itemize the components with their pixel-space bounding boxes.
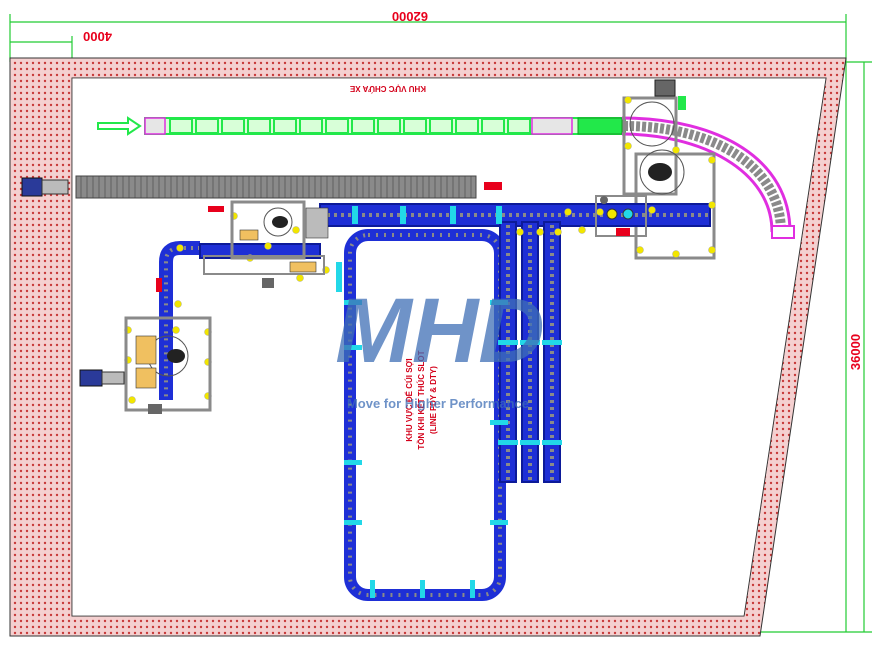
flow-arrow-icon [97,116,142,136]
watermark: MHD Move for Higher Performance [335,280,545,411]
mid-left-robot-cell [203,200,329,288]
top-area-label: KHU VỰC CHỨA XE [349,84,426,93]
sub-width-dimension: 4000 [83,29,112,44]
center-area-label: KHU VỰC ĐỂ CÚI SỢI TỒN KHI KẾT THÚC SLOT… [405,350,438,449]
right-cluster [595,195,647,237]
total-width-dimension: 62000 [392,9,428,24]
center-area-line2: TỒN KHI KẾT THÚC SLOT [416,350,426,449]
watermark-tagline: Move for Higher Performance [347,396,529,411]
cyan-nodes [336,206,562,598]
watermark-logo: MHD [335,280,545,382]
height-dimension: 36000 [848,334,863,370]
dimension-lines [9,14,872,633]
center-area-line3: (LINE FDY & DTY) [429,366,438,434]
curved-conveyor [621,116,795,239]
green-conveyor [144,117,626,135]
top-right-robot-cell [622,79,716,260]
gray-conveyor [21,175,502,199]
left-robot-cell [79,206,224,414]
center-area-line1: KHU VỰC ĐỂ CÚI SỢI [405,358,414,441]
